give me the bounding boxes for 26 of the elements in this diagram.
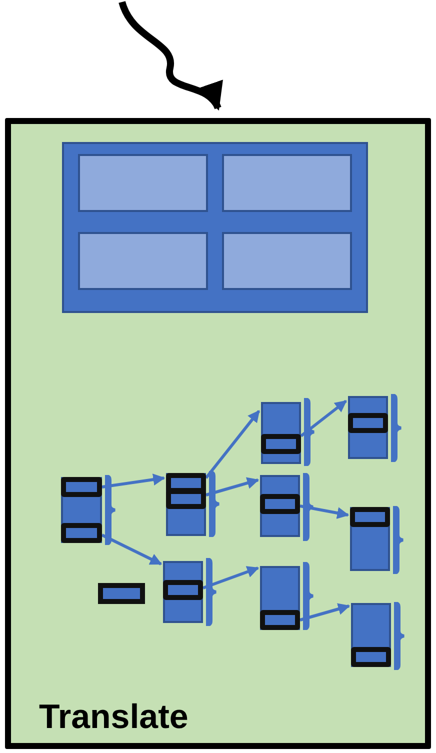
tree-node-box <box>351 603 391 667</box>
tree-node-box <box>261 402 301 464</box>
table-panel <box>62 142 368 313</box>
tree-node-box <box>260 566 300 630</box>
tree-node-box <box>61 477 102 543</box>
tree-node-box <box>350 507 390 571</box>
arrow <box>204 410 260 479</box>
tree-node-box <box>163 561 203 623</box>
translate-container <box>5 118 431 749</box>
arrow <box>300 504 350 519</box>
tree-node-box <box>260 475 300 537</box>
container-title: Translate <box>39 698 188 737</box>
table-cell-box <box>78 232 208 290</box>
arrow <box>101 534 162 566</box>
highlighted-box <box>98 583 145 604</box>
table-cell-box <box>222 154 352 212</box>
tree-node-box <box>166 473 206 536</box>
table-cell-box <box>222 232 352 290</box>
arrow <box>202 566 260 590</box>
arrow <box>206 477 260 496</box>
arrow <box>102 474 166 488</box>
arrow <box>300 400 347 438</box>
arrow <box>300 603 350 622</box>
curved-arrow <box>118 0 222 110</box>
tree-node-box <box>348 396 388 459</box>
table-cell-box <box>78 154 208 212</box>
